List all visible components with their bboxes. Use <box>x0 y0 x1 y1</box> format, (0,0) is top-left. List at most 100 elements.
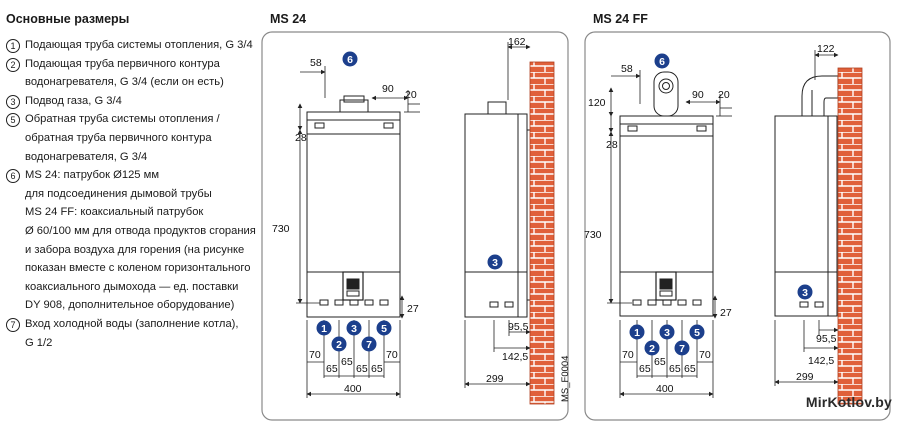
badge-6-ms24 <box>342 51 358 67</box>
legend-item-text: Подвод газа, G 3/4 <box>25 92 256 111</box>
legend-item-text: MS 24: патрубок Ø125 мм для подсоединения… <box>25 166 256 315</box>
dim-65c-ms24ff: 65 <box>669 363 681 375</box>
svg-text:2: 2 <box>336 339 342 351</box>
dim-65b-ms24: 65 <box>341 356 353 368</box>
svg-text:1: 1 <box>634 327 640 339</box>
legend-item-line: Подвод газа, G 3/4 <box>25 94 122 107</box>
dim-65a-ms24ff: 65 <box>639 363 651 375</box>
svg-text:3: 3 <box>664 327 670 339</box>
dim-162-ms24: 162 <box>508 36 526 48</box>
legend-item-line: водонагревателя, G 3/4 <box>25 150 148 163</box>
panel-frame-ms24ff <box>584 31 891 421</box>
badge-5-ms24ff <box>689 324 705 340</box>
legend-item-text: Обратная труба системы отопления / обратн… <box>25 110 256 166</box>
dim-142-ms24ff: 142,5 <box>808 355 834 367</box>
badge-2-ms24ff <box>644 340 660 356</box>
dim-142-ms24: 142,5 <box>502 351 528 363</box>
legend-item: 5 Обратная труба системы отопления / обрат… <box>6 110 256 166</box>
ms24-badges: 6 1 2 3 7 5 3 <box>316 51 503 352</box>
legend-item-line: DY 908, дополнительное оборудование) <box>25 299 235 312</box>
dim-122-ms24ff: 122 <box>817 43 835 55</box>
panel-title-ms24: MS 24 <box>270 12 307 26</box>
legend-item-line: Подающая труба первичного контура <box>25 57 220 70</box>
dim-65d-ms24ff: 65 <box>684 363 696 375</box>
legend-item-text: Подающая труба первичного контура водонаг… <box>25 55 256 92</box>
ms24-brick-wall <box>529 61 555 405</box>
legend-item-line: Подающая труба системы отопления, G 3/4 <box>25 39 253 51</box>
svg-text:6: 6 <box>347 54 353 66</box>
svg-text:3: 3 <box>492 257 498 269</box>
dim-65c-ms24: 65 <box>356 363 368 375</box>
panel-frame-ms24 <box>261 31 569 421</box>
legend-item-line: показан вместе с коленом горизонтального <box>25 262 251 275</box>
dim-65d-ms24: 65 <box>371 363 383 375</box>
badge-2-ms24 <box>331 336 347 352</box>
dim-90-ms24ff: 90 <box>692 89 704 101</box>
svg-text:6: 6 <box>659 56 665 68</box>
dim-90-ms24: 90 <box>382 83 394 95</box>
legend-title: Основные размеры <box>6 12 130 26</box>
panel-title-ms24ff: MS 24 FF <box>593 12 648 26</box>
legend-item-line: коаксиального дымохода — ед. поставки <box>25 280 239 293</box>
dim-20-ms24: 20 <box>405 89 417 101</box>
dim-70b-ms24ff: 70 <box>699 349 711 361</box>
legend-item-number: 5 <box>6 113 20 128</box>
ms24-side-view <box>464 101 530 318</box>
svg-text:7: 7 <box>366 339 372 351</box>
drawing-code: MS_F0004 <box>560 356 571 402</box>
legend-item-line: водонагревателя, G 3/4 (если он есть) <box>25 76 224 89</box>
badge-3-ms24ff <box>659 324 675 340</box>
legend-item-line: Обратная труба системы отопления / <box>25 113 220 126</box>
legend-item: 2 Подающая труба первичного контура водона… <box>6 55 256 92</box>
legend-item-line: для подсоединения дымовой трубы <box>25 187 212 200</box>
dim-70a-ms24: 70 <box>309 349 321 361</box>
ms24ff-dimension-lines <box>607 50 839 398</box>
badge-6-ms24ff <box>654 53 670 69</box>
dim-95-ms24ff: 95,5 <box>816 333 837 345</box>
dim-58-ms24: 58 <box>310 57 322 69</box>
legend-item-number: 7 <box>6 317 20 332</box>
ms24ff-front-view <box>619 71 714 317</box>
badge-3-ms24-side <box>487 254 503 270</box>
badge-3-ms24ff-side <box>797 284 813 300</box>
legend-item-line: Ø 60/100 мм для отвода продуктов сгорани… <box>25 224 256 237</box>
badge-3-ms24 <box>346 320 362 336</box>
dim-65a-ms24: 65 <box>326 363 338 375</box>
dim-400-ms24: 400 <box>344 383 362 395</box>
ms24ff-side-view <box>774 75 839 317</box>
dim-27-ms24: 27 <box>407 303 419 315</box>
dim-65b-ms24ff: 65 <box>654 356 666 368</box>
badge-7-ms24 <box>361 336 377 352</box>
legend-item-line: обратная труба первичного контура <box>25 131 212 144</box>
dim-299-ms24ff: 299 <box>796 371 814 383</box>
dim-27-ms24ff: 27 <box>720 307 732 319</box>
badge-7-ms24ff <box>674 340 690 356</box>
badge-1-ms24 <box>316 320 332 336</box>
legend-item-text: Вход холодной воды (заполнение котла), G … <box>25 315 256 352</box>
ms24ff-brick-wall <box>837 67 863 405</box>
svg-text:5: 5 <box>694 327 700 339</box>
legend-item-line: и забора воздуха для горения (на рисунке <box>25 243 245 256</box>
legend-item-line: G 1/2 <box>25 336 53 349</box>
watermark: MirKotlov.by <box>805 394 892 410</box>
dim-58-ms24ff: 58 <box>621 63 633 75</box>
legend-item-text: Подающая труба системы отопления, G 3/4 <box>25 36 256 55</box>
legend-item-line: Вход холодной воды (заполнение котла), <box>25 317 239 330</box>
svg-text:1: 1 <box>321 323 327 335</box>
legend-item-line: MS 24: патрубок Ø125 мм <box>25 169 160 182</box>
badge-5-ms24 <box>376 320 392 336</box>
ms24-front-view <box>306 95 401 318</box>
dim-299-ms24: 299 <box>486 373 504 385</box>
dim-70a-ms24ff: 70 <box>622 349 634 361</box>
svg-text:3: 3 <box>802 287 808 299</box>
dim-28-ms24: 28 <box>295 132 307 144</box>
dim-730-ms24: 730 <box>272 223 290 235</box>
svg-text:2: 2 <box>649 343 655 355</box>
legend-item-number: 2 <box>6 57 20 72</box>
legend-item: 7 Вход холодной воды (заполнение котла), G… <box>6 315 256 352</box>
